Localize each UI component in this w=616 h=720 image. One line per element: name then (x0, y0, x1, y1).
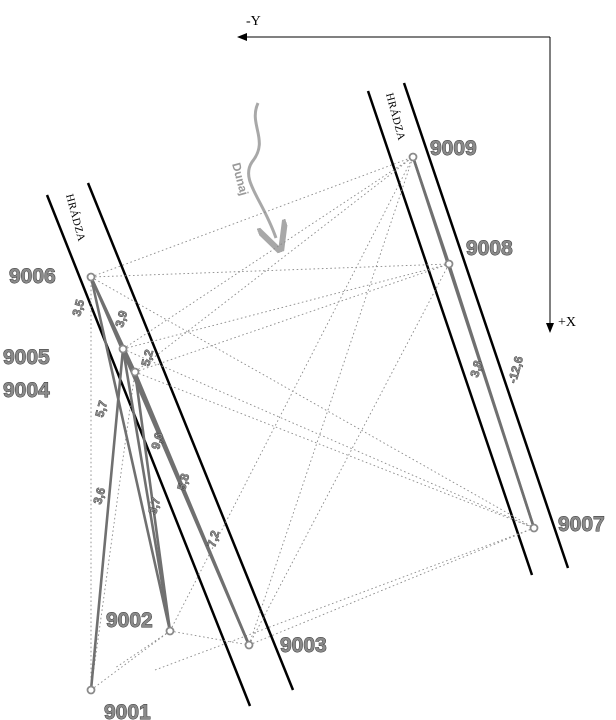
dotted-lines (90, 156, 535, 691)
dotted-line (154, 527, 535, 671)
solid-line (133, 370, 251, 647)
coordinate-axes: -Y +X (237, 14, 576, 333)
point-marker-9007 (529, 523, 539, 533)
dotted-line (90, 630, 171, 691)
dotted-line (90, 371, 136, 691)
dotted-line (134, 156, 414, 373)
right-dike-line-outer (366, 90, 534, 576)
point-marker-9005 (118, 344, 128, 354)
dotted-line (90, 263, 450, 278)
dotted-line (90, 276, 535, 529)
point-marker-9008 (444, 259, 454, 269)
river-arrow (247, 102, 276, 238)
dotted-line (134, 263, 450, 373)
dotted-line (122, 156, 414, 350)
dotted-line (248, 527, 535, 646)
dotted-line (90, 156, 414, 278)
point-marker-9009 (408, 152, 418, 162)
dotted-line (134, 371, 535, 529)
value-label: 3,5 (69, 298, 87, 318)
pos-x-label: +X (558, 315, 576, 330)
point-marker-9004 (130, 367, 140, 377)
point-label-9008: 9008 (466, 237, 513, 260)
dotted-line (248, 156, 414, 646)
point-marker-9003 (244, 640, 254, 650)
point-marker-9002 (165, 626, 175, 636)
solid-line (121, 347, 172, 633)
dotted-line (169, 630, 250, 646)
river-flow-indicator: Dunaj (229, 102, 276, 238)
left-dike-label: HRÁDZA (63, 193, 87, 243)
solid-line (447, 262, 536, 530)
point-markers (86, 152, 539, 695)
point-marker-9001 (86, 685, 96, 695)
value-label: -12,6 (505, 354, 526, 384)
point-label-9009: 9009 (430, 137, 477, 160)
value-label: 9,6 (148, 431, 166, 451)
dotted-line (169, 156, 414, 632)
value-label: 3,7 (145, 496, 163, 516)
value-label: 3,8 (467, 359, 485, 379)
value-label: 5,7 (92, 399, 110, 419)
value-label: 5,2 (138, 348, 156, 368)
river-label: Dunaj (229, 161, 251, 197)
point-marker-9006 (86, 272, 96, 282)
point-label-9002: 9002 (106, 609, 153, 632)
left-dike-line-inner (86, 182, 295, 691)
dotted-line (248, 263, 450, 646)
dotted-line (114, 630, 171, 669)
solid-lines (89, 155, 536, 692)
right-dike-label: HRÁDZA (383, 92, 407, 142)
value-labels: 3,5 3,9 5,2 5,7 9,6 5,8 3,6 3,7 7,2 3,8 … (69, 297, 526, 549)
right-dike-line-inner (402, 82, 570, 569)
neg-y-label: -Y (246, 14, 261, 29)
dotted-line (122, 348, 535, 529)
value-label: 3,6 (90, 486, 108, 506)
left-dike-line-outer (45, 194, 252, 707)
point-label-9005: 9005 (3, 346, 50, 369)
solid-line (89, 347, 125, 692)
value-label: 3,9 (112, 309, 130, 329)
point-label-9001: 9001 (104, 701, 151, 720)
dotted-line (122, 263, 450, 350)
value-label: 7,2 (204, 529, 222, 549)
point-label-9007: 9007 (558, 513, 605, 536)
point-label-9003: 9003 (280, 634, 327, 657)
value-label: 5,8 (174, 472, 192, 492)
solid-line (133, 370, 172, 633)
point-labels: 9001 9002 9003 9004 9005 9006 9007 9008 … (3, 137, 606, 720)
point-label-9006: 9006 (9, 265, 56, 288)
solid-line (89, 275, 172, 633)
point-label-9004: 9004 (3, 379, 50, 402)
